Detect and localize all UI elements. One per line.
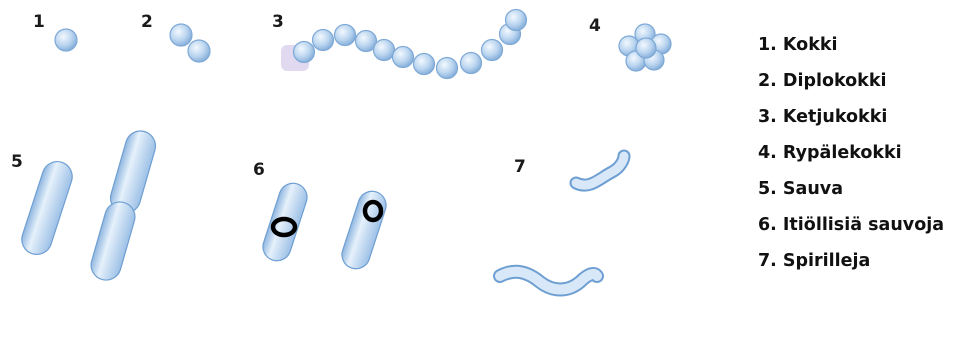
figure-number-2: 2 [141,12,153,32]
figure-number-6: 6 [253,160,265,180]
legend-item-spirilleja: 7. Spirilleja [758,243,958,279]
legend-item-diplokokki: 2. Diplokokki [758,63,958,99]
spore-rods [259,180,389,273]
legend-item-itiollisia-sauvoja: 6. Itiöllisiä sauvoja [758,207,958,243]
legend-item-sauva: 5. Sauva [758,171,958,207]
figure-number-5: 5 [11,152,23,172]
streptococcus-chain [281,10,527,79]
staphylococcus-cluster [619,24,671,71]
legend: 1. Kokki 2. Diplokokki 3. Ketjukokki 4. … [758,27,958,279]
spirillum-large [500,272,597,290]
diplococcus-cells [170,24,210,62]
legend-item-ketjukokki: 3. Ketjukokki [758,99,958,135]
coccus-cell [55,29,77,51]
figure-number-1: 1 [33,12,45,32]
legend-item-kokki: 1. Kokki [758,27,958,63]
rod-cells [18,127,159,283]
spirillum-small [576,156,624,185]
figure-number-3: 3 [272,12,284,32]
legend-item-rypalekokki: 4. Rypälekokki [758,135,958,171]
figure-number-7: 7 [514,157,526,177]
figure-number-4: 4 [589,16,601,36]
